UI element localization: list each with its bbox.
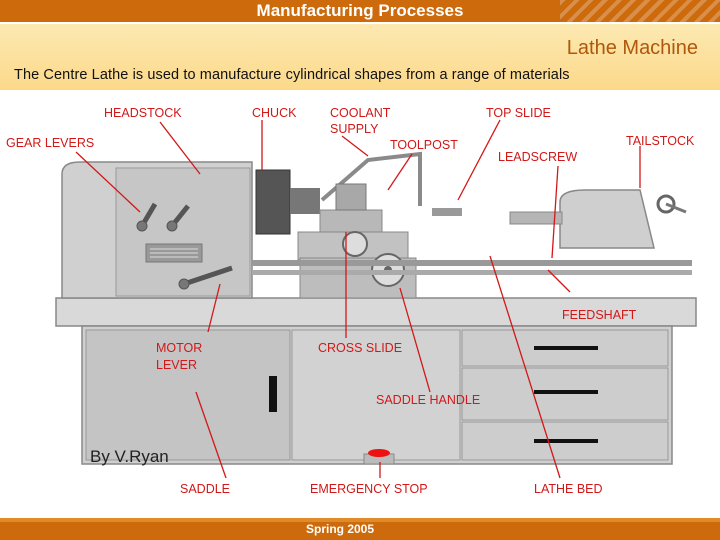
label-saddle: SADDLE — [180, 482, 230, 496]
label-toolpost: TOOLPOST — [390, 138, 458, 152]
top-slide-handle — [432, 208, 462, 216]
gear-levers — [136, 202, 233, 290]
label-motor-1: MOTOR — [156, 341, 202, 355]
label-coolant-2: SUPPLY — [330, 122, 379, 136]
author-credit: By V.Ryan — [90, 447, 169, 466]
slide-subtitle: The Centre Lathe is used to manufacture … — [14, 67, 570, 83]
label-lathe-bed: LATHE BED — [534, 482, 603, 496]
drawer-handle-2 — [534, 390, 598, 394]
bed-top — [55, 297, 697, 327]
headstock-front-panel — [115, 167, 251, 297]
tailstock — [559, 189, 655, 249]
label-feedshaft: FEEDSHAFT — [562, 308, 637, 322]
title-bar: Manufacturing Processes — [0, 0, 720, 22]
toolpost — [335, 183, 367, 211]
label-leadscrew: LEADSCREW — [498, 150, 577, 164]
tailstock-handle — [665, 202, 687, 214]
lathe-diagram: HEADSTOCK CHUCK COOLANT SUPPLY TOP SLIDE… — [6, 106, 697, 496]
banner — [0, 24, 720, 90]
cabinet-left-door — [85, 329, 291, 461]
footer-text: Spring 2005 — [305, 522, 375, 536]
footer-bar: Spring 2005 — [0, 518, 720, 540]
drawer-2 — [461, 367, 669, 421]
feedshaft — [252, 270, 692, 275]
slide-heading: Lathe Machine — [566, 37, 698, 59]
label-top-slide: TOP SLIDE — [486, 106, 551, 120]
pointer-lines — [75, 119, 641, 479]
cross-slide-handwheel — [342, 231, 368, 257]
cross-slide — [319, 209, 383, 233]
presentation-title: Manufacturing Processes — [256, 1, 464, 20]
spindle — [290, 188, 320, 214]
emergency-stop-button — [368, 449, 390, 457]
tailstock-quill — [509, 211, 563, 225]
title-bar-decoration — [560, 0, 720, 22]
chuck — [255, 169, 291, 235]
coolant-supply-pipe — [320, 151, 422, 206]
drawer-handle-1 — [534, 346, 598, 350]
label-cross-slide: CROSS SLIDE — [318, 341, 402, 355]
label-coolant-1: COOLANT — [330, 106, 391, 120]
footer-stripe — [0, 518, 720, 522]
drawer-handle-3 — [534, 439, 598, 443]
label-emergency-stop: EMERGENCY STOP — [310, 482, 428, 496]
label-tailstock: TAILSTOCK — [626, 134, 695, 148]
label-chuck: CHUCK — [252, 106, 297, 120]
tailstock-handwheel — [656, 194, 676, 214]
label-motor-2: LEVER — [156, 358, 197, 372]
label-gear-levers: GEAR LEVERS — [6, 136, 94, 150]
leadscrew — [252, 260, 692, 266]
label-headstock: HEADSTOCK — [104, 106, 182, 120]
label-saddle-handle: SADDLE HANDLE — [376, 393, 480, 407]
motor-lever-handle — [269, 376, 277, 412]
